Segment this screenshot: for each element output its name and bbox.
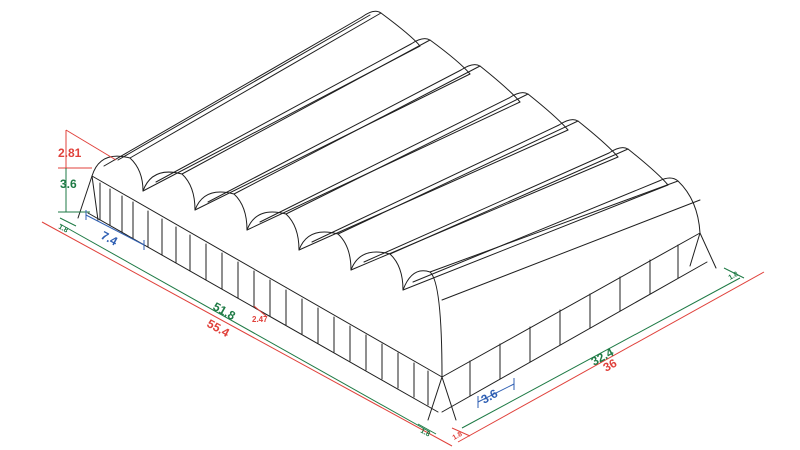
overall-width-label: 36 — [601, 356, 620, 375]
gutter-spacing-line — [253, 305, 267, 317]
dimension-lines — [41, 129, 765, 447]
bay-5 — [298, 119, 619, 271]
bay-1 — [91, 10, 421, 192]
offset-right-label: 1.8 — [728, 271, 740, 282]
bay-3 — [194, 64, 521, 231]
side-wall-eave — [441, 232, 701, 378]
front-wall-eave — [91, 175, 443, 378]
side-wall-panels — [469, 244, 679, 397]
offset-left-label: 1.8 — [57, 224, 69, 235]
greenhouse-outline — [77, 10, 717, 421]
front-wall-panels — [99, 182, 429, 406]
corner-bracing — [77, 175, 717, 421]
front-wall-base — [87, 212, 439, 413]
overall-width-line — [457, 271, 765, 443]
end-bay-line — [477, 383, 515, 403]
ridge-height-line — [65, 129, 117, 161]
gutter-spacing-label: 2.47 — [252, 315, 268, 324]
offset-bottom-right-label: 1.8 — [452, 431, 464, 442]
ridge-height-label: 2.81 — [58, 146, 82, 160]
dimension-labels: 2.81 3.6 7.4 51.8 55.4 2.47 32.4 36 3.6 … — [57, 146, 740, 442]
bay-6 — [350, 147, 669, 291]
bay-4 — [246, 92, 569, 251]
wall-height-label: 3.6 — [60, 177, 77, 191]
overall-length-line — [41, 221, 453, 447]
offset-bottom-left-label: 1.8 — [419, 428, 431, 439]
inner-length-line — [59, 223, 431, 433]
bay-2 — [142, 38, 471, 211]
bay-span-line — [85, 214, 145, 246]
inner-width-line — [461, 277, 741, 429]
bay-7 — [402, 177, 701, 378]
side-wall-base — [441, 261, 708, 413]
